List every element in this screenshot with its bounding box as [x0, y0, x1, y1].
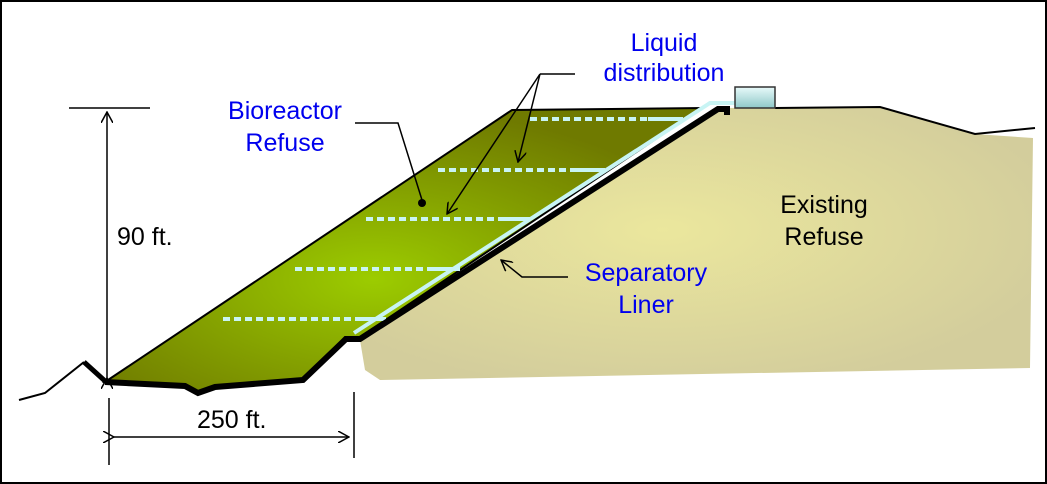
liquid-distribution-label-line2: distribution [604, 59, 725, 87]
distribution-arrow-1 [518, 73, 541, 162]
height-dimension-label: 90 ft. [117, 223, 173, 251]
liquid-storage-tank [734, 86, 776, 109]
width-dimension-label: 250 ft. [197, 406, 267, 434]
separatory-liner-label-line2: Liner [618, 291, 674, 319]
liquid-distribution-label-line1: Liquid [631, 29, 698, 57]
bioreactor-leader [355, 122, 423, 201]
separatory-liner-label-line1: Separatory [585, 259, 708, 287]
existing-refuse-label-line2: Refuse [784, 223, 863, 251]
bioreactor-leader-dot [418, 199, 426, 207]
left-ground-line [18, 361, 85, 401]
existing-refuse-area [360, 107, 1033, 380]
liquid-distribution-pipes [223, 117, 683, 321]
existing-refuse-label-line1: Existing [780, 191, 868, 219]
existing-ground-line [774, 105, 1036, 136]
separatory-liner [104, 106, 730, 397]
distribution-arrow-2 [447, 73, 541, 214]
bioreactor-refuse-label-line1: Bioreactor [228, 97, 342, 125]
liner-highlight [352, 101, 735, 335]
bioreactor-refuse-label-line2: Refuse [245, 129, 324, 157]
liner-leader [501, 260, 568, 278]
